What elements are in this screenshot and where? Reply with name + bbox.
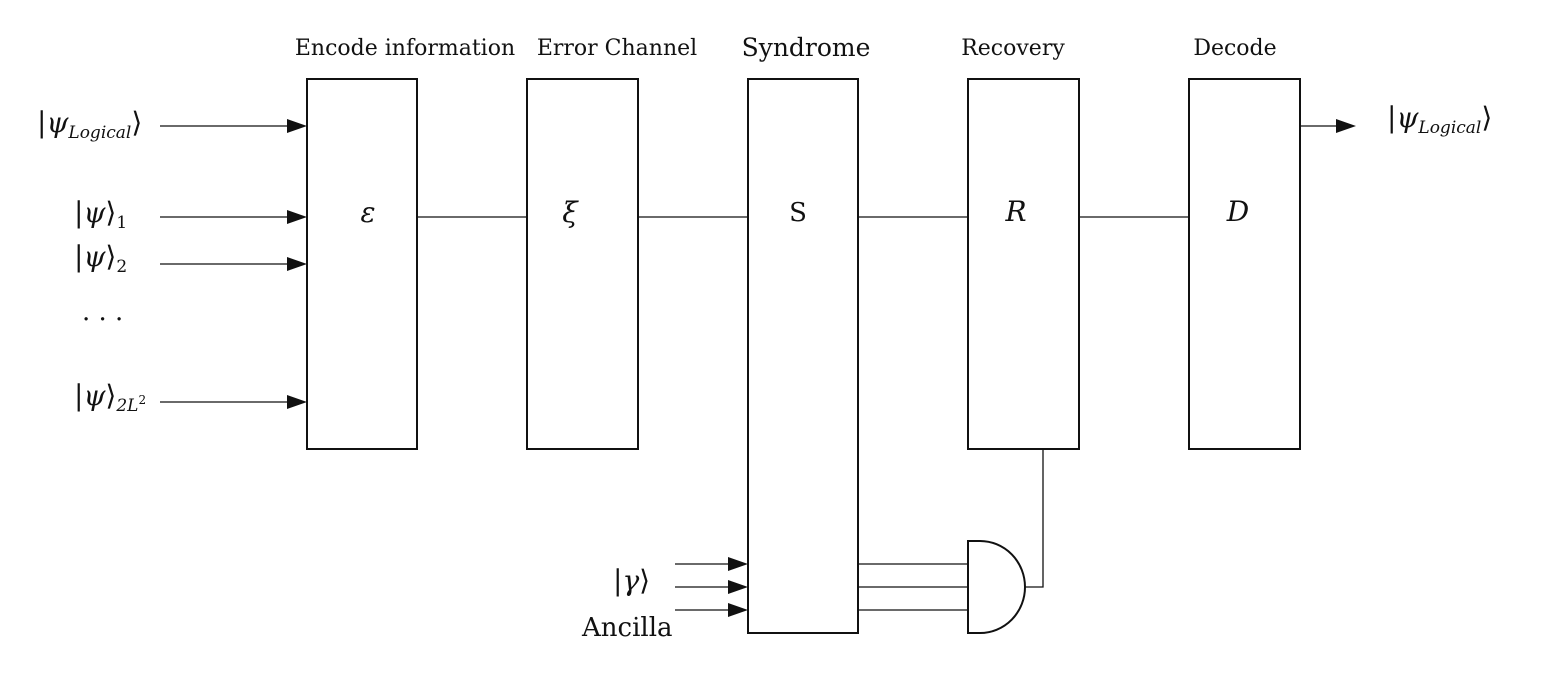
recovery-box [967,78,1080,450]
arrowhead-psi-2 [287,257,307,271]
error-symbol: ξ [562,196,579,229]
decode-symbol: D [1226,195,1249,228]
recovery-symbol: R [1004,195,1026,228]
arrowhead-logical-input [287,119,307,133]
recovery-heading: Recovery [961,36,1065,61]
decode-box [1188,78,1301,450]
arrowhead-ancilla-1 [728,557,748,571]
label-ancilla: Ancilla [581,613,673,643]
encode-heading: Encode information [295,36,515,61]
and-gate [967,540,1026,634]
gate-to-recovery-wire [1025,449,1044,588]
error-channel-heading: Error Channel [537,36,697,61]
arrowhead-ancilla-2 [728,580,748,594]
encode-symbol: ε [360,196,375,229]
arrowhead-psi-1 [287,210,307,224]
arrowhead-ancilla-3 [728,603,748,617]
decode-heading: Decode [1193,36,1276,61]
label-psi-last: |ψ⟩2L2 [74,379,146,416]
syndrome-heading: Syndrome [742,33,871,62]
arrowhead-psi-last [287,395,307,409]
arrowhead-output [1336,119,1356,133]
error-channel-box [526,78,639,450]
syndrome-symbol: S [789,198,807,228]
label-psi-1: |ψ⟩1 [74,196,127,233]
syndrome-box [747,78,859,634]
label-psi-2: |ψ⟩2 [74,240,127,277]
label-gamma: |γ⟩ [613,564,650,597]
ellipsis: · · · [82,305,123,335]
label-psi-logical-out: |ψLogical⟩ [1387,101,1492,138]
encode-box [306,78,418,450]
label-psi-logical-in: |ψLogical⟩ [37,106,142,143]
